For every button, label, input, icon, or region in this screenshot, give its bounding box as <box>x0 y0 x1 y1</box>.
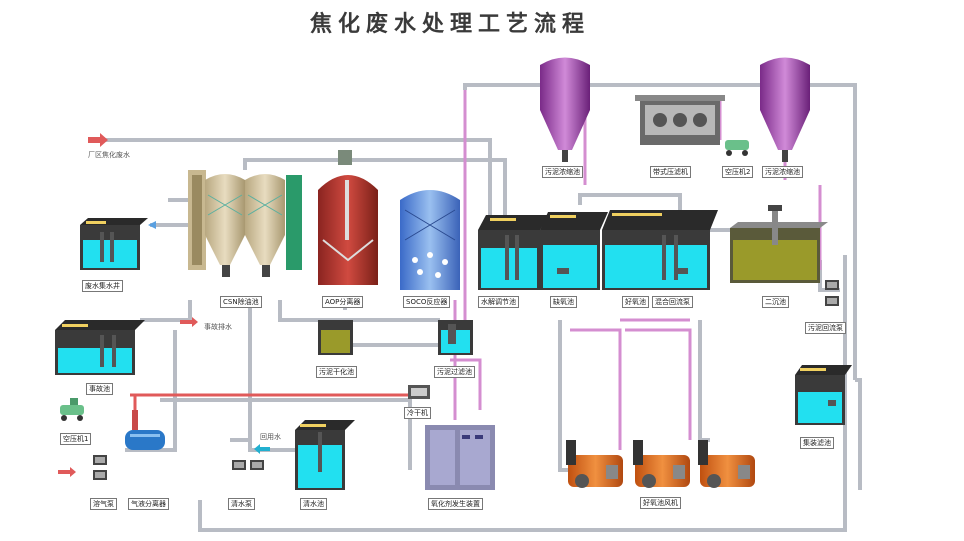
aerobic-pool <box>602 210 718 290</box>
sludge-filter-pool-label: 污泥过滤池 <box>434 366 475 378</box>
degas-pump-label: 溶气泵 <box>90 498 117 510</box>
ozone-generator <box>425 425 495 490</box>
collect-pool <box>80 218 148 270</box>
accident-pool-label: 事故池 <box>86 383 113 395</box>
belt-press <box>635 95 725 145</box>
cooler-label: 冷干机 <box>404 407 431 419</box>
collect-filter-pool <box>795 365 852 425</box>
regulate-pool-label: 水解调节池 <box>478 296 519 308</box>
aop-separator <box>318 150 378 285</box>
regulate-pool <box>478 215 548 290</box>
accident-pool <box>55 320 145 375</box>
sludge-filter-pool <box>438 320 473 355</box>
accident-water-label: 事故排水 <box>204 323 232 331</box>
sludge-dry-pool-label: 污泥干化池 <box>316 366 357 378</box>
aop-separator-label: AOP分离器 <box>322 296 364 308</box>
aerobic-pool-label: 好氧池 <box>622 296 649 308</box>
secondary-settle-label: 二沉池 <box>762 296 789 308</box>
air-compressor-1-label: 空压机1 <box>60 433 92 445</box>
collect-pool-label: 废水集水井 <box>82 280 123 292</box>
sludge-thicken-2 <box>760 57 810 162</box>
air-compressor-2 <box>725 140 749 156</box>
air-compressor-2-label: 空压机2 <box>722 166 754 178</box>
recycled-water-label: 回用水 <box>260 433 281 441</box>
clear-pool-label: 清水池 <box>300 498 327 510</box>
aerobic-blower <box>566 440 755 488</box>
soco-reactor-label: SOCO反应器 <box>403 296 451 308</box>
csn-tank-label: CSN除油池 <box>220 296 262 308</box>
collect-filter-pool-label: 集装滤池 <box>800 437 834 449</box>
aerobic-blower-label: 好氧池风机 <box>640 497 681 509</box>
ozone-generator-label: 氧化剂发生装置 <box>428 498 483 510</box>
cooler <box>408 385 430 399</box>
sludge-return-pump-label: 污泥回流泵 <box>805 322 846 334</box>
belt-press-label: 带式压滤机 <box>650 166 691 178</box>
page-title: 焦化废水处理工艺流程 <box>310 11 591 37</box>
secondary-settle <box>730 205 828 283</box>
air-compressor-1 <box>60 398 84 421</box>
mix-reflux-pump-label: 混合回流泵 <box>652 296 693 308</box>
anoxic-pool <box>540 212 608 290</box>
clear-pump <box>232 460 264 470</box>
sludge-return-pump <box>825 280 839 306</box>
sludge-thicken-1 <box>540 57 590 162</box>
anoxic-pool-label: 缺氧池 <box>550 296 577 308</box>
clear-pool <box>295 420 355 490</box>
gas-separator-label: 气液分离器 <box>128 498 169 510</box>
gas-separator <box>125 410 165 450</box>
gray-pipes <box>105 83 862 532</box>
csn-tank <box>188 170 302 277</box>
sludge-dry-pool <box>318 320 353 355</box>
clear-pump-label: 清水泵 <box>228 498 255 510</box>
inlet-label: 厂区焦化废水 <box>88 151 130 159</box>
sludge-thicken-1-label: 污泥浓缩池 <box>542 166 583 178</box>
sludge-thicken-2-label: 污泥浓缩池 <box>762 166 803 178</box>
degas-pump <box>93 455 107 480</box>
flow-arrows <box>58 133 270 477</box>
soco-reactor <box>400 190 460 290</box>
